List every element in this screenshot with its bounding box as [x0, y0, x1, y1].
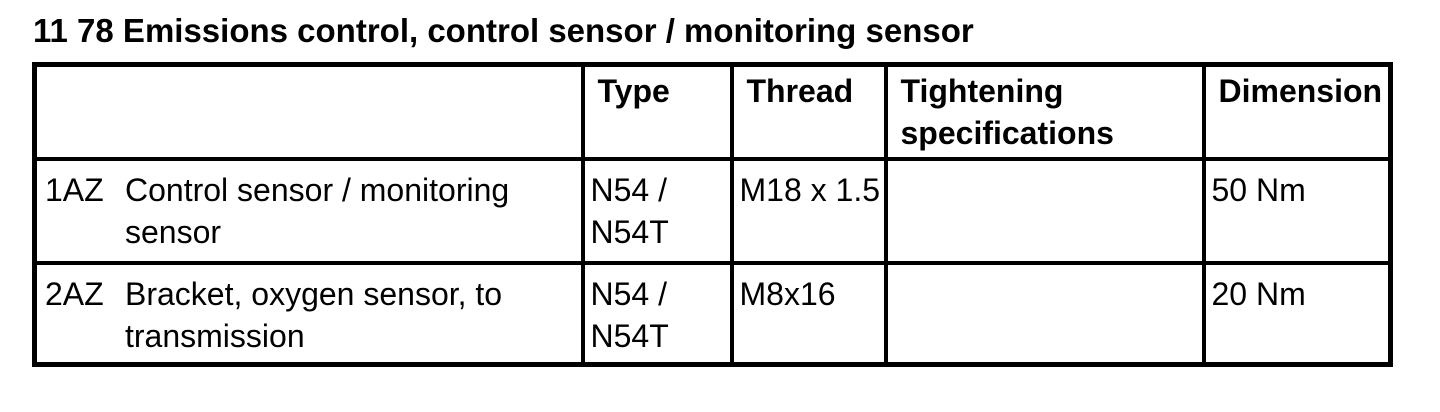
torque-spec-table: Type Thread Tightening specifications Di… — [32, 62, 1393, 367]
tightening-value — [883, 156, 1206, 265]
col-header-tightening: Tightening specifications — [883, 62, 1206, 161]
dimension-value: 50 Nm — [1201, 156, 1393, 265]
table-row: 2AZ Bracket, oxygen sensor, to transmiss… — [32, 260, 1393, 367]
item-code: 1AZ — [45, 171, 104, 208]
header-row: Type Thread Tightening specifications Di… — [32, 62, 1393, 161]
dimension-value: 20 Nm — [1201, 260, 1393, 367]
col-header-thread: Thread — [729, 62, 888, 161]
item-cell: 2AZ Bracket, oxygen sensor, to transmiss… — [32, 260, 585, 367]
item-cell: 1AZ Control sensor / monitoring sensor — [32, 156, 585, 265]
type-value: N54 / N54T — [580, 156, 734, 265]
col-header-type: Type — [580, 62, 734, 161]
tightening-value — [883, 260, 1206, 367]
page-title: 11 78 Emissions control, control sensor … — [33, 12, 974, 49]
item-name: Control sensor / monitoring sensor — [125, 171, 510, 250]
table-row: 1AZ Control sensor / monitoring sensor N… — [32, 156, 1393, 265]
type-value: N54 / N54T — [580, 260, 734, 367]
col-header-item — [32, 62, 585, 161]
item-name: Bracket, oxygen sensor, to transmission — [125, 275, 503, 354]
item-code: 2AZ — [45, 275, 104, 312]
thread-value: M8x16 — [729, 260, 888, 367]
thread-value: M18 x 1.5 — [729, 156, 888, 265]
col-header-dimension: Dimension — [1201, 62, 1393, 161]
